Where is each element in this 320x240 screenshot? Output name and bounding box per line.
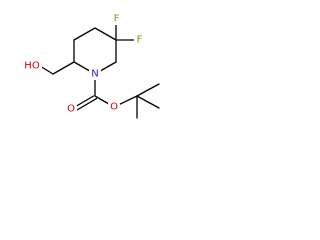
atom-ester-oxygen: O [110,102,118,113]
bond-tbu-me-top [136,83,160,97]
atom-carbonyl-oxygen: O [67,104,75,115]
label-layer: F F HO N O O [22,13,145,115]
bond-c4-c5 [94,27,117,41]
atom-hydroxyl: HO [24,61,40,72]
bond-carbonyl-o-double-a [73,95,95,109]
bond-c3-c4 [73,27,96,41]
atom-fluorine-right: F [137,35,143,46]
bond-ch2-oh [39,65,54,75]
bond-tbu-me-right [136,95,160,109]
atom-ring-nitrogen: N [91,69,98,80]
structure-diagram: F F HO N O O [22,13,160,119]
atom-fluorine-top: F [114,14,120,25]
bond-carbonyl-o-double-b [76,97,98,111]
bond-c2-ch2 [52,61,75,75]
